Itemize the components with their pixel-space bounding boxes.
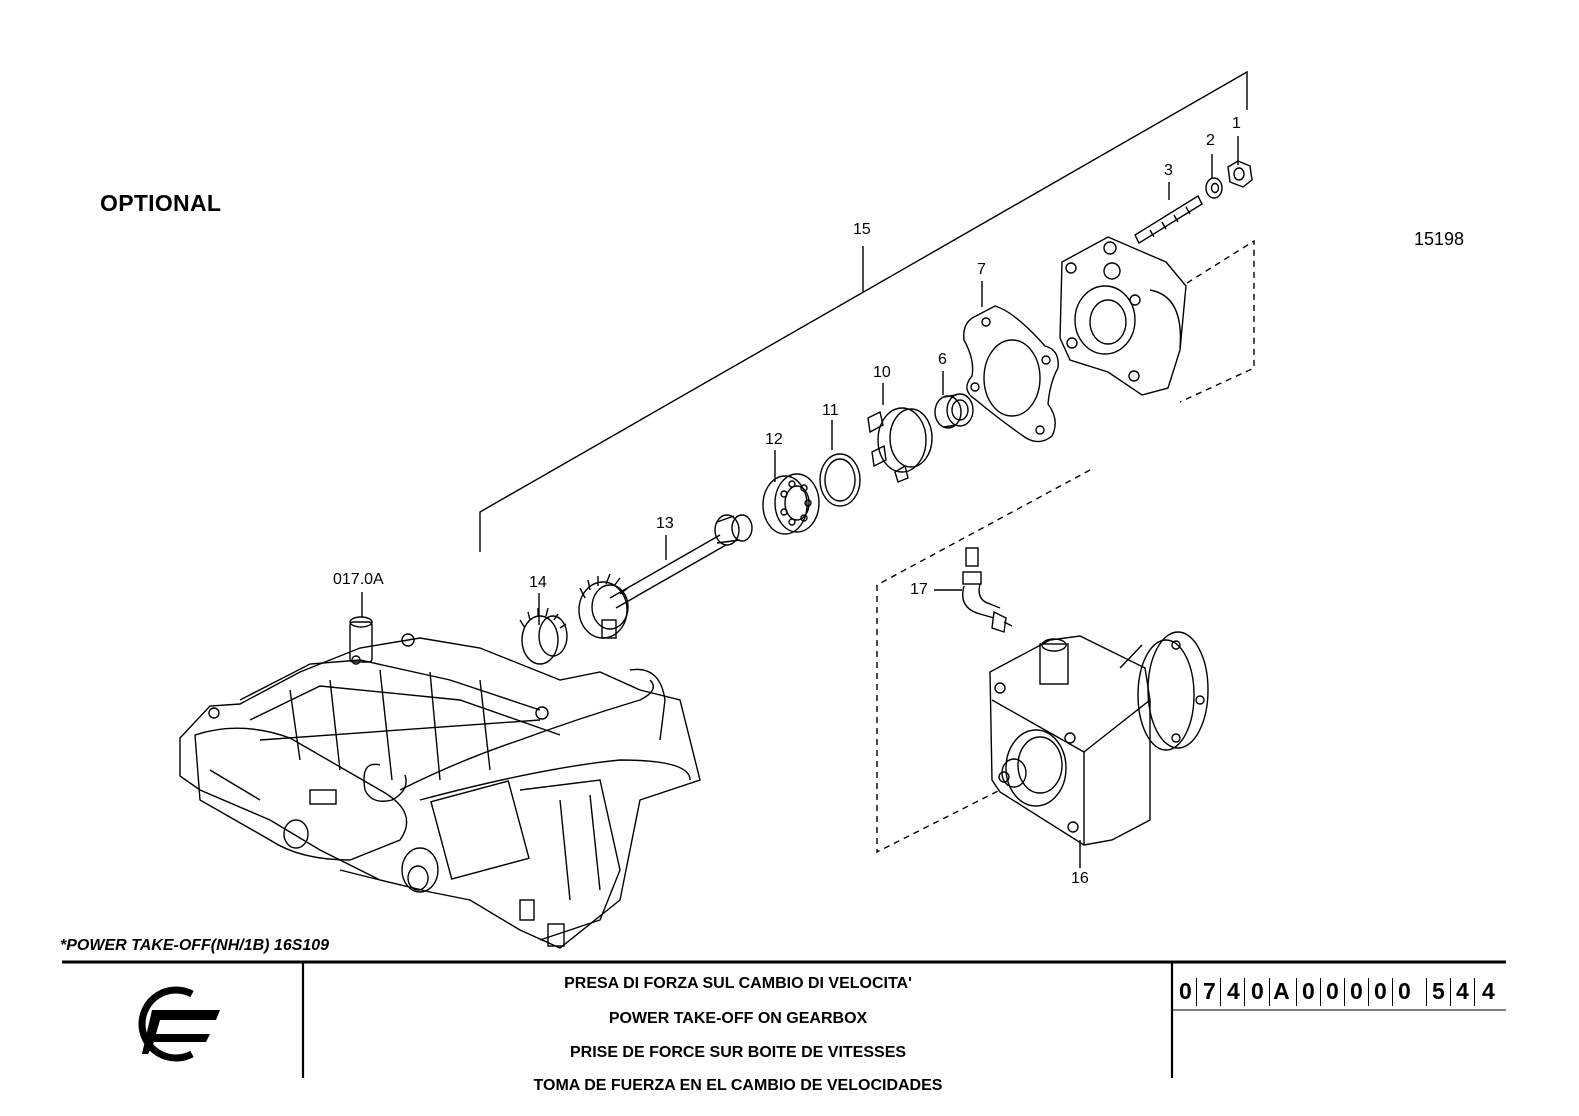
callout-3: 3 — [1164, 162, 1173, 179]
code-char: 0 — [1374, 978, 1387, 1004]
callout-13: 13 — [656, 515, 674, 532]
title-italian: PRESA DI FORZA SUL CAMBIO DI VELOCITA' — [564, 975, 912, 992]
code-char: 5 — [1432, 978, 1445, 1004]
code-separator — [1392, 978, 1393, 1006]
code-separator — [1220, 978, 1221, 1006]
code-separator — [1196, 978, 1197, 1006]
callout-10: 10 — [873, 364, 891, 381]
code-char: 0 — [1398, 978, 1411, 1004]
callout-7: 7 — [977, 261, 986, 278]
code-char: 4 — [1482, 978, 1495, 1004]
code-char: 0 — [1251, 978, 1264, 1004]
callout-15: 15 — [853, 221, 871, 238]
code-char: 0 — [1179, 978, 1192, 1004]
code-separator — [1320, 978, 1321, 1006]
drawing-number: 15198 — [1414, 229, 1465, 249]
callout-16: 16 — [1071, 870, 1089, 887]
title-french: PRISE DE FORCE SUR BOITE DE VITESSES — [569, 1044, 907, 1061]
code-char: 7 — [1203, 978, 1216, 1004]
callout-12: 12 — [765, 431, 783, 448]
code-char: A — [1273, 978, 1290, 1004]
code-separator — [1296, 978, 1297, 1006]
callout-1: 1 — [1232, 115, 1241, 132]
code-separator — [1368, 978, 1369, 1006]
code-separator — [1344, 978, 1345, 1006]
assembly-caption: *POWER TAKE-OFF(NH/1B) 16S109 — [60, 937, 330, 954]
callout-11: 11 — [822, 402, 839, 419]
title-spanish: TOMA DE FUERZA EN EL CAMBIO DE VELOCIDAD… — [533, 1077, 943, 1094]
optional-label: OPTIONAL — [100, 190, 222, 216]
code-char: 4 — [1456, 978, 1469, 1004]
code-separator — [1269, 978, 1270, 1006]
callout-14: 14 — [529, 574, 547, 591]
callout-17: 17 — [910, 581, 928, 598]
callout-2: 2 — [1206, 132, 1215, 149]
callout-6: 6 — [938, 351, 947, 368]
part-code-box: 0 7 4 0 A 0 0 0 0 0 5 4 4 — [1172, 972, 1506, 1010]
code-char: 0 — [1326, 978, 1339, 1004]
code-char: 4 — [1227, 978, 1240, 1004]
brand-logo-icon — [138, 986, 220, 1062]
title-english: POWER TAKE-OFF ON GEARBOX — [608, 1010, 868, 1027]
code-char: 0 — [1302, 978, 1315, 1004]
code-char: 0 — [1350, 978, 1363, 1004]
code-separator — [1474, 978, 1475, 1006]
code-separator — [1450, 978, 1451, 1006]
callout-ref-017-0a: 017.0A — [333, 571, 384, 588]
code-separator — [1244, 978, 1245, 1006]
code-separator — [1426, 978, 1427, 1006]
